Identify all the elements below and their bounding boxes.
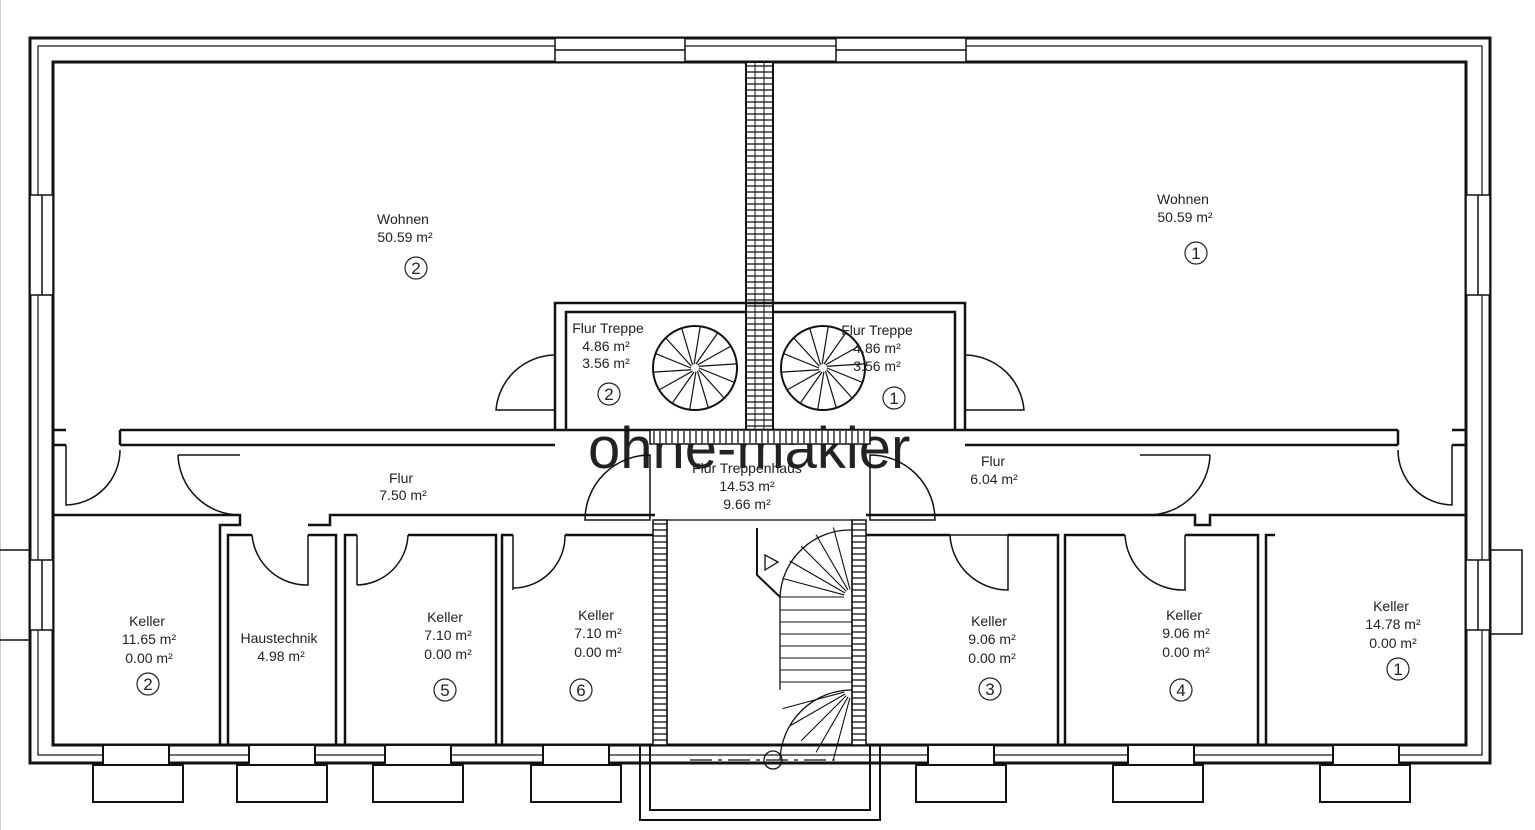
room-name: Keller bbox=[427, 609, 463, 625]
room-keller-1: Keller 14.78 m² 0.00 m² 1 bbox=[1365, 598, 1421, 681]
spiral-stair-right bbox=[780, 325, 866, 411]
room-keller-6: Keller 7.10 m² 0.00 m² 6 bbox=[569, 607, 622, 702]
room-area: 9.06 m² bbox=[968, 631, 1016, 647]
party-wall bbox=[745, 61, 774, 433]
room-name: Keller bbox=[129, 613, 165, 629]
room-area-secondary: 3.56 m² bbox=[582, 355, 630, 371]
unit-number: 5 bbox=[440, 681, 449, 700]
room-keller-3: Keller 9.06 m² 0.00 m² 3 bbox=[968, 613, 1016, 701]
door-swings bbox=[65, 354, 1453, 591]
room-area: 50.59 m² bbox=[377, 229, 433, 245]
room-area: 9.06 m² bbox=[1162, 625, 1210, 641]
room-name: Flur Treppe bbox=[841, 322, 913, 338]
room-flur-treppenhaus: Flur Treppenhaus 14.53 m² 9.66 m² bbox=[692, 460, 802, 512]
room-area-secondary: 0.00 m² bbox=[1162, 644, 1210, 660]
room-area: 7.10 m² bbox=[574, 625, 622, 641]
stair-walls bbox=[649, 429, 871, 746]
unit-marker bbox=[569, 678, 593, 702]
room-area-secondary: 0.00 m² bbox=[125, 650, 173, 666]
top-windows bbox=[554, 37, 967, 63]
room-area: 4.98 m² bbox=[257, 648, 305, 664]
spiral-stair-left bbox=[652, 325, 738, 411]
unit-marker bbox=[1169, 678, 1193, 702]
room-flur-left: Flur 7.50 m² bbox=[379, 470, 427, 503]
unit-marker bbox=[136, 672, 160, 696]
room-wohnen-1: Wohnen 50.59 m² 1 bbox=[1157, 191, 1213, 265]
room-area: 14.78 m² bbox=[1365, 616, 1421, 632]
room-area: 7.10 m² bbox=[424, 627, 472, 643]
unit-number: 1 bbox=[1191, 244, 1200, 263]
room-keller-2: Keller 11.65 m² 0.00 m² 2 bbox=[122, 613, 177, 696]
unit-number: 2 bbox=[143, 675, 152, 694]
room-name: Keller bbox=[971, 613, 1007, 629]
room-flur-treppe-1: Flur Treppe 4.86 m² 3.56 m² 1 bbox=[841, 322, 913, 410]
unit-marker bbox=[1386, 657, 1410, 681]
room-area-secondary: 0.00 m² bbox=[968, 650, 1016, 666]
room-name: Wohnen bbox=[1157, 191, 1209, 207]
side-windows bbox=[0, 194, 1523, 641]
room-area: 6.04 m² bbox=[970, 471, 1018, 487]
room-area: 4.86 m² bbox=[853, 340, 901, 356]
room-area-secondary: 3.56 m² bbox=[853, 358, 901, 374]
room-name: Keller bbox=[578, 607, 614, 623]
unit-marker bbox=[433, 678, 457, 702]
room-keller-4: Keller 9.06 m² 0.00 m² 4 bbox=[1162, 607, 1210, 702]
unit-number: 3 bbox=[985, 680, 994, 699]
room-name: Flur Treppenhaus bbox=[692, 460, 802, 476]
room-name: Keller bbox=[1166, 607, 1202, 623]
unit-number: 1 bbox=[1393, 660, 1402, 679]
unit-marker bbox=[978, 677, 1002, 701]
room-flur-treppe-2: Flur Treppe 4.86 m² 3.56 m² 2 bbox=[572, 320, 644, 406]
room-area-secondary: 0.00 m² bbox=[574, 644, 622, 660]
unit-marker bbox=[1184, 241, 1208, 265]
room-haustechnik: Haustechnik 4.98 m² bbox=[240, 630, 318, 664]
unit-number: 1 bbox=[889, 389, 898, 408]
unit-number: 2 bbox=[604, 385, 613, 404]
window-wells bbox=[92, 744, 1411, 803]
room-name: Wohnen bbox=[377, 211, 429, 227]
room-area: 14.53 m² bbox=[719, 478, 775, 494]
room-name: Flur bbox=[389, 470, 413, 486]
room-wohnen-2: Wohnen 50.59 m² 2 bbox=[377, 211, 433, 280]
entrance bbox=[639, 745, 881, 821]
unit-number: 2 bbox=[411, 259, 420, 278]
room-area: 11.65 m² bbox=[122, 631, 177, 647]
room-name: Flur Treppe bbox=[572, 320, 644, 336]
unit-number: 4 bbox=[1176, 681, 1185, 700]
room-area-secondary: 0.00 m² bbox=[1369, 635, 1417, 651]
unit-marker bbox=[597, 382, 621, 406]
room-area: 50.59 m² bbox=[1157, 209, 1213, 225]
unit-marker bbox=[404, 256, 428, 280]
unit-marker bbox=[882, 386, 906, 410]
room-name: Keller bbox=[1373, 598, 1409, 614]
main-stair bbox=[666, 519, 853, 770]
room-keller-5: Keller 7.10 m² 0.00 m² 5 bbox=[424, 609, 472, 702]
room-area: 7.50 m² bbox=[379, 487, 427, 503]
room-area: 4.86 m² bbox=[582, 338, 630, 354]
room-name: Haustechnik bbox=[240, 630, 318, 646]
room-area-secondary: 0.00 m² bbox=[424, 646, 472, 662]
room-name: Flur bbox=[981, 453, 1005, 469]
room-flur-right: Flur 6.04 m² bbox=[970, 453, 1018, 487]
cellar-walls bbox=[53, 513, 1466, 745]
unit-number: 6 bbox=[576, 681, 585, 700]
room-area-secondary: 9.66 m² bbox=[723, 496, 771, 512]
